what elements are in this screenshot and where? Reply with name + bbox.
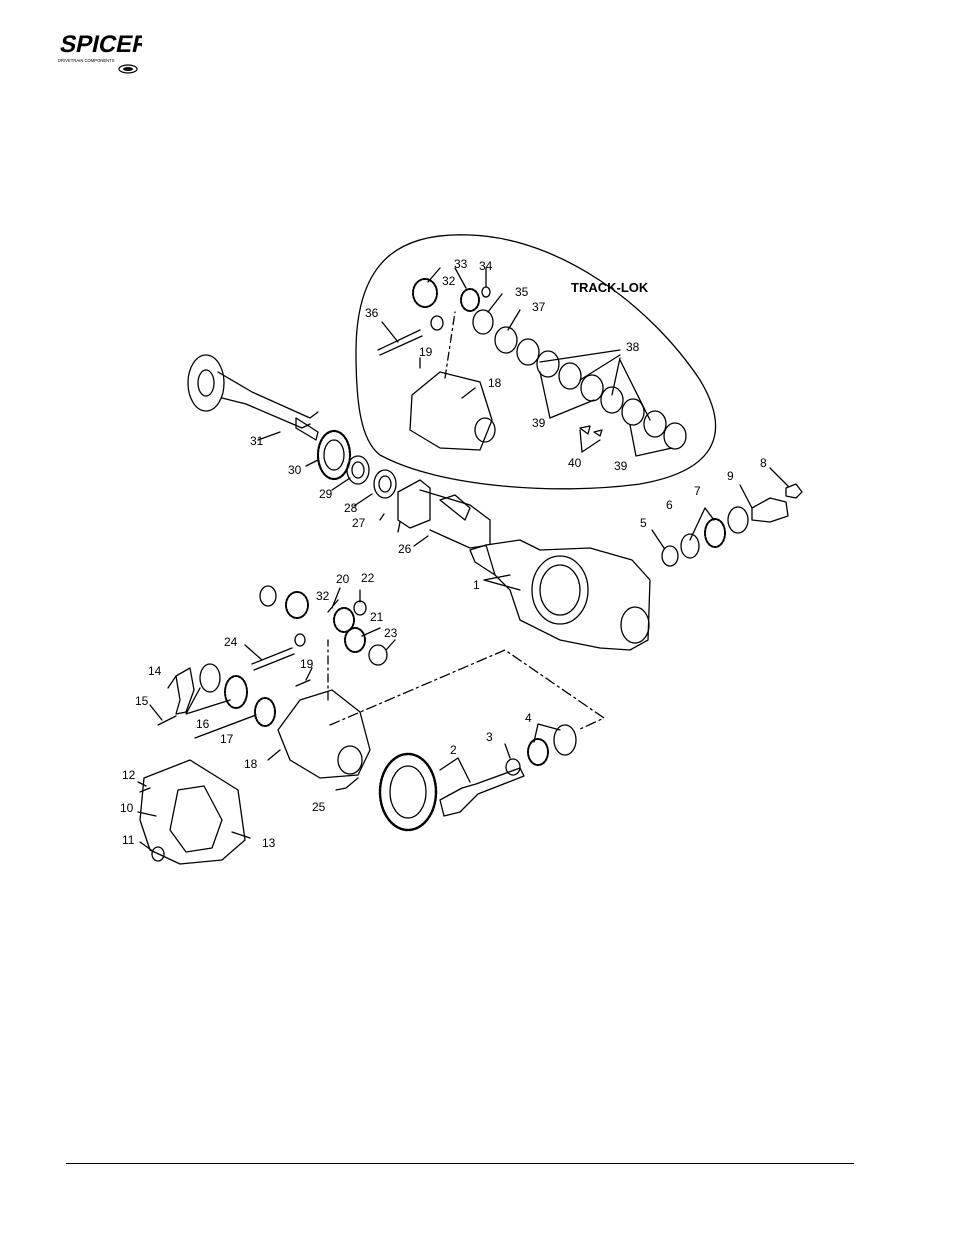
callout-39-right: 39 — [614, 459, 628, 473]
callout-13: 13 — [262, 836, 276, 850]
callout-15: 15 — [135, 694, 149, 708]
callout-3: 3 — [486, 730, 493, 744]
callout-25: 25 — [312, 800, 326, 814]
callout-18-inset: 18 — [488, 376, 502, 390]
callout-9: 9 — [727, 469, 734, 483]
drive-gear-30 — [318, 431, 350, 479]
callout-5: 5 — [640, 516, 647, 530]
callout-11: 11 — [122, 833, 135, 847]
callout-30: 30 — [288, 463, 302, 477]
callout-35: 35 — [515, 285, 529, 299]
callout-10: 10 — [120, 801, 134, 815]
callout-31: 31 — [250, 434, 264, 448]
callout-37: 37 — [532, 300, 546, 314]
callout-21: 21 — [370, 610, 384, 624]
callout-34: 34 — [479, 259, 493, 273]
bearing-28 — [374, 470, 396, 498]
callout-6: 6 — [666, 498, 673, 512]
callout-16: 16 — [196, 717, 210, 731]
callout-32: 32 — [316, 589, 330, 603]
inset-title: TRACK-LOK — [571, 280, 649, 295]
callout-29: 29 — [319, 487, 333, 501]
callout-40: 40 — [568, 456, 582, 470]
callout-28: 28 — [344, 501, 358, 515]
callout-23: 23 — [384, 626, 398, 640]
callout-26: 26 — [398, 542, 412, 556]
callout-24: 24 — [224, 635, 238, 649]
footer-rule — [66, 1163, 854, 1164]
callout-33: 33 — [454, 257, 468, 271]
callout-20: 20 — [336, 572, 350, 586]
callout-19: 19 — [300, 657, 314, 671]
callout-38: 38 — [626, 340, 640, 354]
callout-18: 18 — [244, 757, 258, 771]
callout-1: 1 — [473, 578, 480, 592]
callout-12: 12 — [122, 768, 136, 782]
callout-2: 2 — [450, 743, 457, 757]
callout-4: 4 — [525, 711, 532, 725]
callout-14: 14 — [148, 664, 162, 678]
axle-shaft — [188, 355, 318, 440]
callout-39-left: 39 — [532, 416, 546, 430]
callout-27: 27 — [352, 516, 366, 530]
callout-17: 17 — [220, 732, 234, 746]
callout-22: 22 — [361, 571, 375, 585]
bearing-29 — [347, 456, 369, 484]
callout-36: 36 — [365, 306, 379, 320]
callout-32-inset: 32 — [442, 274, 456, 288]
callout-7: 7 — [694, 484, 701, 498]
axle-tube-bracket — [398, 480, 490, 548]
callout-19-inset: 19 — [419, 345, 433, 359]
axle-housing — [470, 540, 650, 650]
callout-8: 8 — [760, 456, 767, 470]
